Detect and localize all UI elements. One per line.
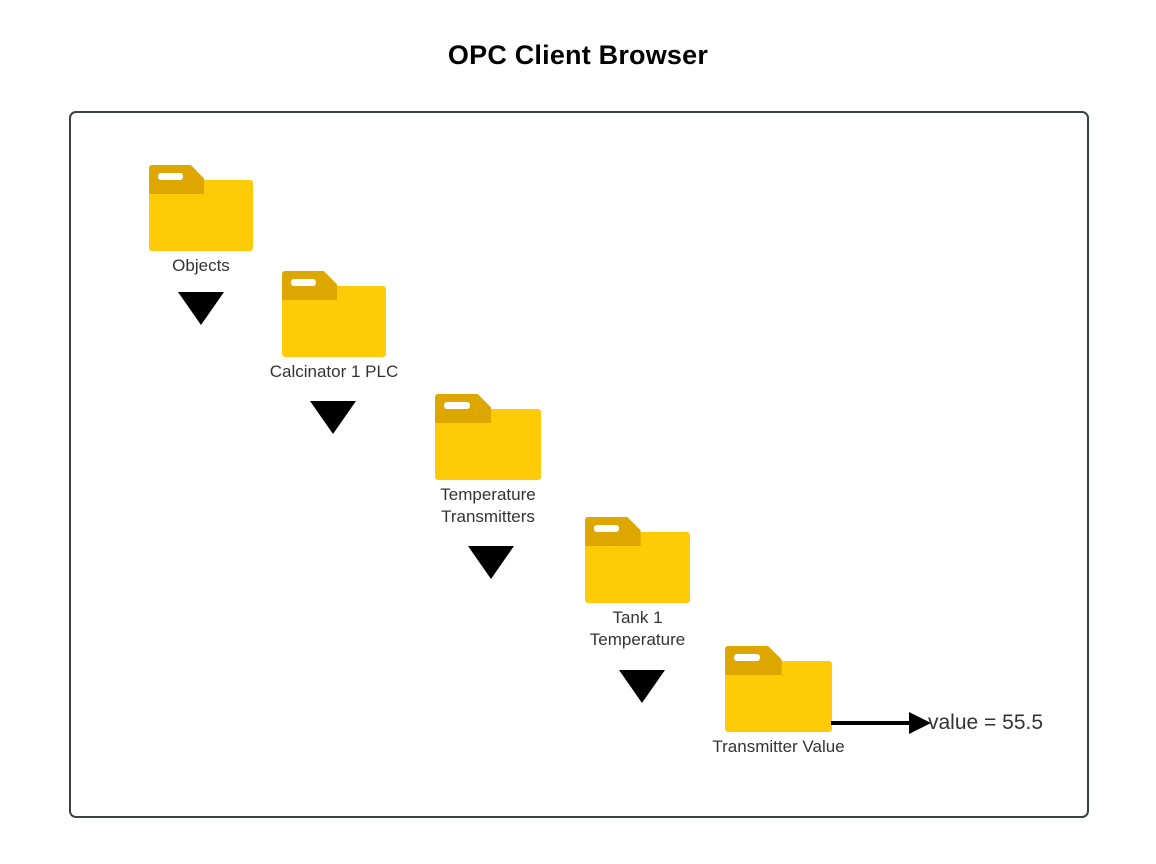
tree-node-transmitter-value[interactable]: Transmitter Value	[712, 646, 845, 756]
tree-node-label: Tank 1 Temperature	[589, 608, 686, 649]
folder-slot	[290, 278, 317, 287]
folder-icon	[435, 394, 541, 480]
folder-slot	[157, 172, 184, 181]
tree-node-tank-1-temperature[interactable]: Tank 1 Temperature	[585, 517, 690, 649]
tree-node-objects[interactable]: Objects	[149, 165, 253, 275]
tree-node-label: Transmitter Value	[712, 737, 845, 756]
diagram-canvas: Objects Calcinator 1 PLC Temperature Tra…	[69, 111, 1089, 818]
arrow-right-icon	[909, 712, 931, 734]
value-connector-line	[831, 721, 912, 725]
triangle-down-icon	[619, 670, 665, 703]
folder-slot	[443, 401, 470, 410]
triangle-down-icon	[310, 401, 356, 434]
tree-node-calcinator-1-plc[interactable]: Calcinator 1 PLC	[270, 271, 398, 381]
folder-icon	[149, 165, 253, 251]
folder-icon	[585, 517, 690, 603]
folder-tab	[435, 394, 492, 424]
folder-icon	[282, 271, 386, 357]
value-annotation: value = 55.5	[928, 711, 1044, 734]
folder-slot	[593, 524, 620, 533]
folder-tab	[282, 271, 338, 301]
triangle-down-icon	[468, 546, 514, 579]
tree-node-temperature-transmitters[interactable]: Temperature Transmitters	[435, 394, 541, 526]
page-title: OPC Client Browser	[447, 40, 709, 70]
tree-node-label: Temperature Transmitters	[440, 485, 536, 526]
folder-slot	[734, 653, 761, 662]
folder-tab	[585, 517, 641, 547]
triangle-down-icon	[178, 292, 224, 325]
folder-tab	[725, 646, 782, 676]
tree-node-label: Calcinator 1 PLC	[269, 362, 399, 381]
tree-node-label: Objects	[172, 256, 230, 275]
folder-icon	[725, 646, 832, 732]
folder-tab	[149, 165, 205, 195]
